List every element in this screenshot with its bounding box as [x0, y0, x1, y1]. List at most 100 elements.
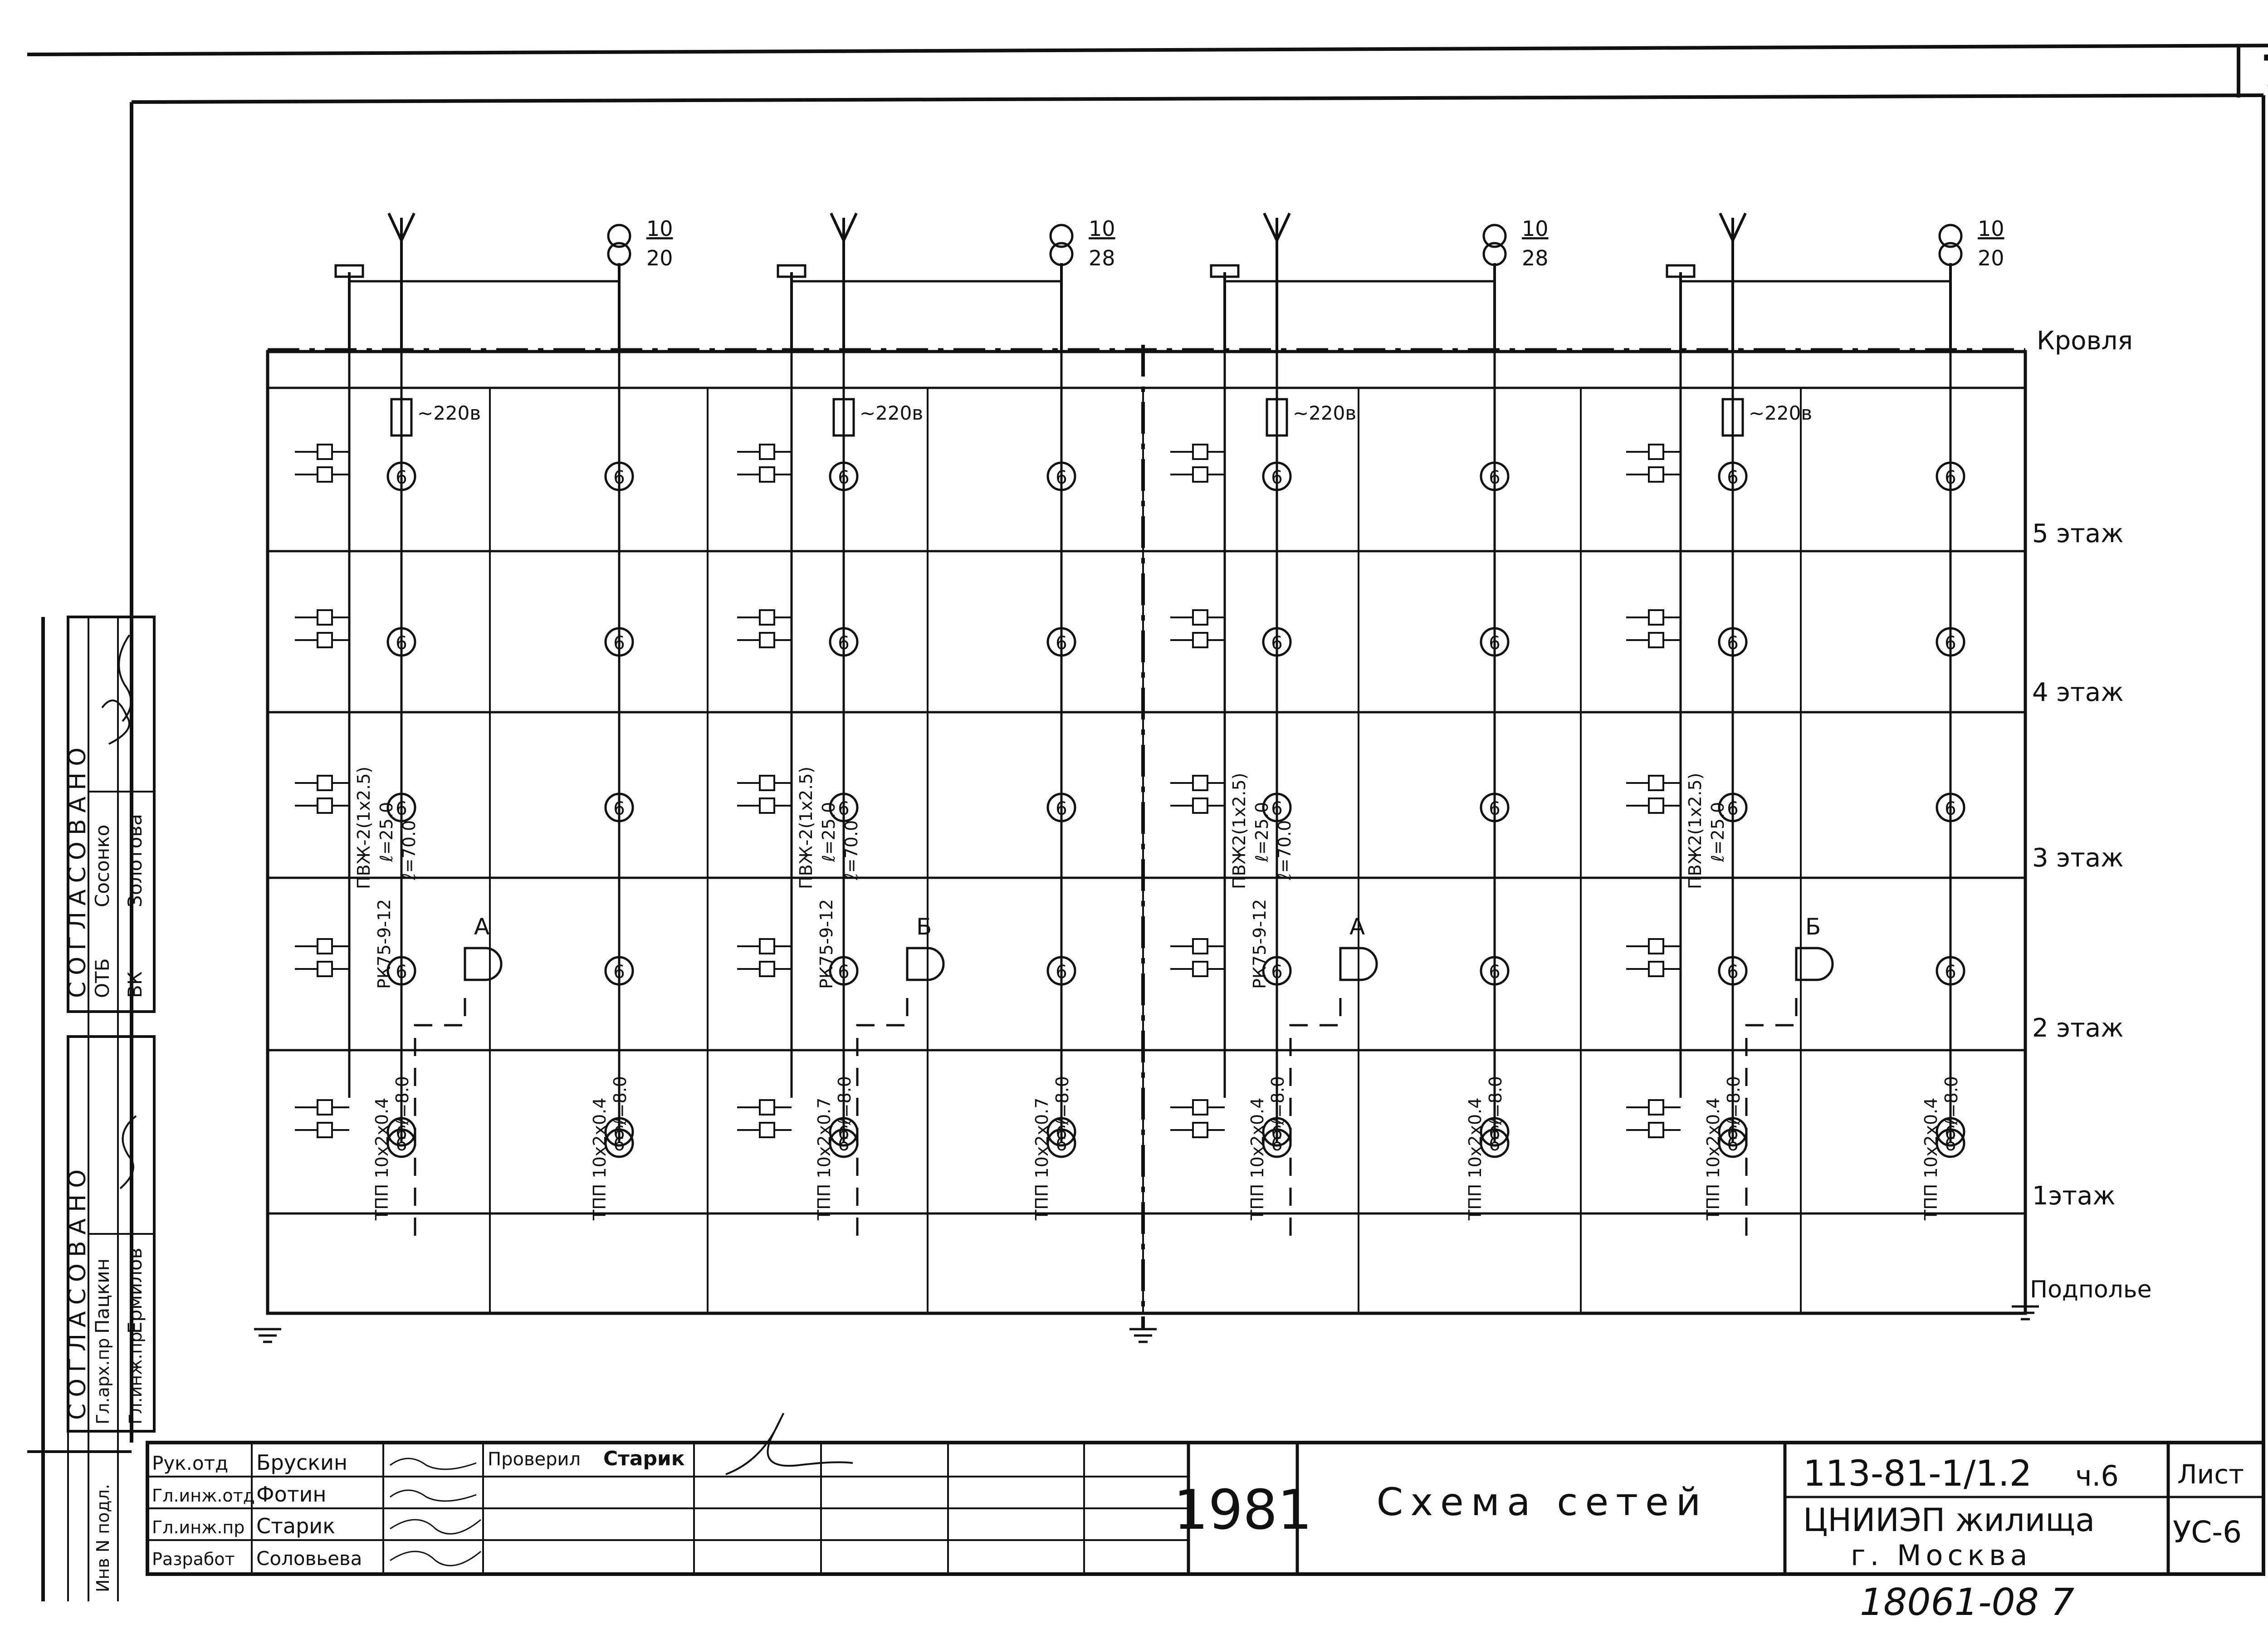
feed-length-label: ℓ=8.0 [1486, 1076, 1505, 1125]
riser-length-label: ℓ=25.0 [1252, 802, 1272, 862]
amplifier-icon [1721, 398, 1744, 437]
phone-outlet-icon [1936, 627, 1965, 657]
tv-outlet-mark: 6 [1271, 467, 1282, 488]
approvals-top-title: СОГЛАСОВАНО [64, 741, 91, 998]
floor-label-2: 2 этаж [2032, 1013, 2124, 1043]
phone-outlet-mark: 6 [1489, 1134, 1500, 1155]
socket-icon [1192, 609, 1208, 626]
tv-outlet-icon [386, 793, 416, 822]
approvals-top-dept-2: ВК [124, 971, 146, 998]
tv-outlet-icon [1718, 793, 1748, 822]
tv-outlet-mark: 6 [1271, 962, 1282, 983]
socket-icon [317, 775, 333, 791]
socket-icon [317, 609, 333, 626]
checked-label: Проверил [488, 1449, 581, 1470]
sheet-number: 7 [2261, 47, 2268, 97]
tv-outlet-mark: 6 [396, 962, 407, 983]
phone-outlet-icon [1936, 956, 1965, 986]
fraction-top: 10 [1978, 216, 2004, 241]
tv-outlet-mark: 6 [838, 467, 849, 488]
socket-icon [1648, 632, 1664, 648]
phone-terminal-icon [607, 242, 631, 266]
fraction-bottom: 20 [646, 246, 673, 270]
feed-cable-label: ТПП 10х2х0.4 [372, 1098, 392, 1221]
amplifier-icon [832, 398, 855, 437]
title-block-signatures [390, 1413, 853, 1566]
phone-outlet-mark: 6 [1489, 962, 1500, 983]
drawing-title: Схема сетей [1377, 1480, 1708, 1524]
socket-icon [1648, 797, 1664, 814]
riser-length-label: ℓ=25.0 [819, 802, 839, 862]
feeder-dashed [1745, 998, 1798, 1238]
approvals-bottom-name-2: Ермилов [124, 1248, 146, 1334]
sheet-code: УС-6 [2173, 1515, 2242, 1550]
fraction-top: 10 [1089, 216, 1115, 241]
tv-outlet-icon [386, 627, 416, 657]
phone-outlet-mark: 6 [1489, 467, 1500, 488]
socket-icon [759, 961, 775, 977]
tv-outlet-icon [1718, 956, 1748, 986]
tv-length-label: ℓ=70.0 [1275, 820, 1295, 881]
role-1: Рук.отд [152, 1452, 228, 1474]
tv-cable-label: РК75-9-12 [816, 899, 836, 989]
tv-outlet-icon [386, 461, 416, 491]
phone-outlet-mark: 6 [1945, 798, 1956, 819]
feed-cable-label: ТПП 10х2х0.4 [1703, 1098, 1723, 1221]
antenna-icon [387, 212, 415, 244]
tv-outlet-mark: 6 [1727, 633, 1738, 654]
socket-icon [1192, 1099, 1208, 1115]
feed-cable-label: ТПП 10х2х0.4 [590, 1098, 610, 1221]
socket-icon [317, 444, 333, 460]
phone-outlet-mark: 6 [613, 962, 625, 983]
tv-outlet-icon [1262, 627, 1292, 657]
phone-outlet-mark: 6 [613, 633, 625, 654]
antenna-icon [1719, 212, 1747, 244]
antenna-icon [830, 212, 858, 244]
inv-label: Инв N подл. [93, 1484, 113, 1592]
power-label: ~220в [417, 402, 481, 424]
socket-icon [1192, 466, 1208, 483]
tv-outlet-mark: 6 [1271, 633, 1282, 654]
phone-outlet-mark: 6 [1489, 1123, 1500, 1144]
phone-terminal-icon [1482, 242, 1507, 266]
socket-icon [317, 797, 333, 814]
socket-icon [1192, 444, 1208, 460]
phone-outlet-mark: 6 [1056, 1134, 1067, 1155]
tv-outlet-icon [1718, 627, 1748, 657]
floor-label-5: 5 этаж [2032, 519, 2124, 548]
tv-outlet-icon [386, 956, 416, 986]
phone-outlet-mark: 6 [613, 1134, 625, 1155]
city: г. Москва [1851, 1539, 2032, 1572]
building-outline [266, 348, 2027, 1315]
tv-cable-label: РК75-9-12 [374, 899, 394, 989]
socket-icon [759, 466, 775, 483]
fraction-bottom: 28 [1089, 246, 1115, 270]
feed-cable-label: ТПП 10х2х0.4 [1921, 1098, 1941, 1221]
archive-number: 18061-08 7 [1860, 1581, 2074, 1624]
socket-icon [759, 1099, 775, 1115]
socket-icon [1648, 1122, 1664, 1138]
feeder-dashed [414, 998, 466, 1238]
phone-outlet-icon [604, 793, 634, 822]
phone-terminal-icon [607, 224, 631, 248]
feed-length-label: ℓ=8.0 [1941, 1076, 1961, 1125]
phone-outlet-mark: 6 [1945, 1134, 1956, 1155]
approvals-top-name-1: Сосонко [91, 825, 113, 907]
phone-outlet-icon [1936, 1117, 1965, 1147]
tv-outlet-mark: 6 [1727, 467, 1738, 488]
socket-icon [1648, 961, 1664, 977]
feeder-dashed [856, 998, 909, 1238]
checked-name: Старик [603, 1447, 685, 1470]
title-block [146, 1441, 2265, 1576]
phone-outlet-icon [1480, 956, 1510, 986]
approvals-top-name-2: Золотова [124, 814, 146, 907]
tv-outlet-icon [1262, 461, 1292, 491]
tv-outlet-icon [1262, 956, 1292, 986]
tv-outlet-mark: 6 [396, 633, 407, 654]
tv-outlet-mark: 6 [838, 798, 849, 819]
riser-cable-label: ПВЖ-2(1х2.5) [354, 767, 374, 889]
socket-icon [1648, 609, 1664, 626]
socket-icon [759, 609, 775, 626]
